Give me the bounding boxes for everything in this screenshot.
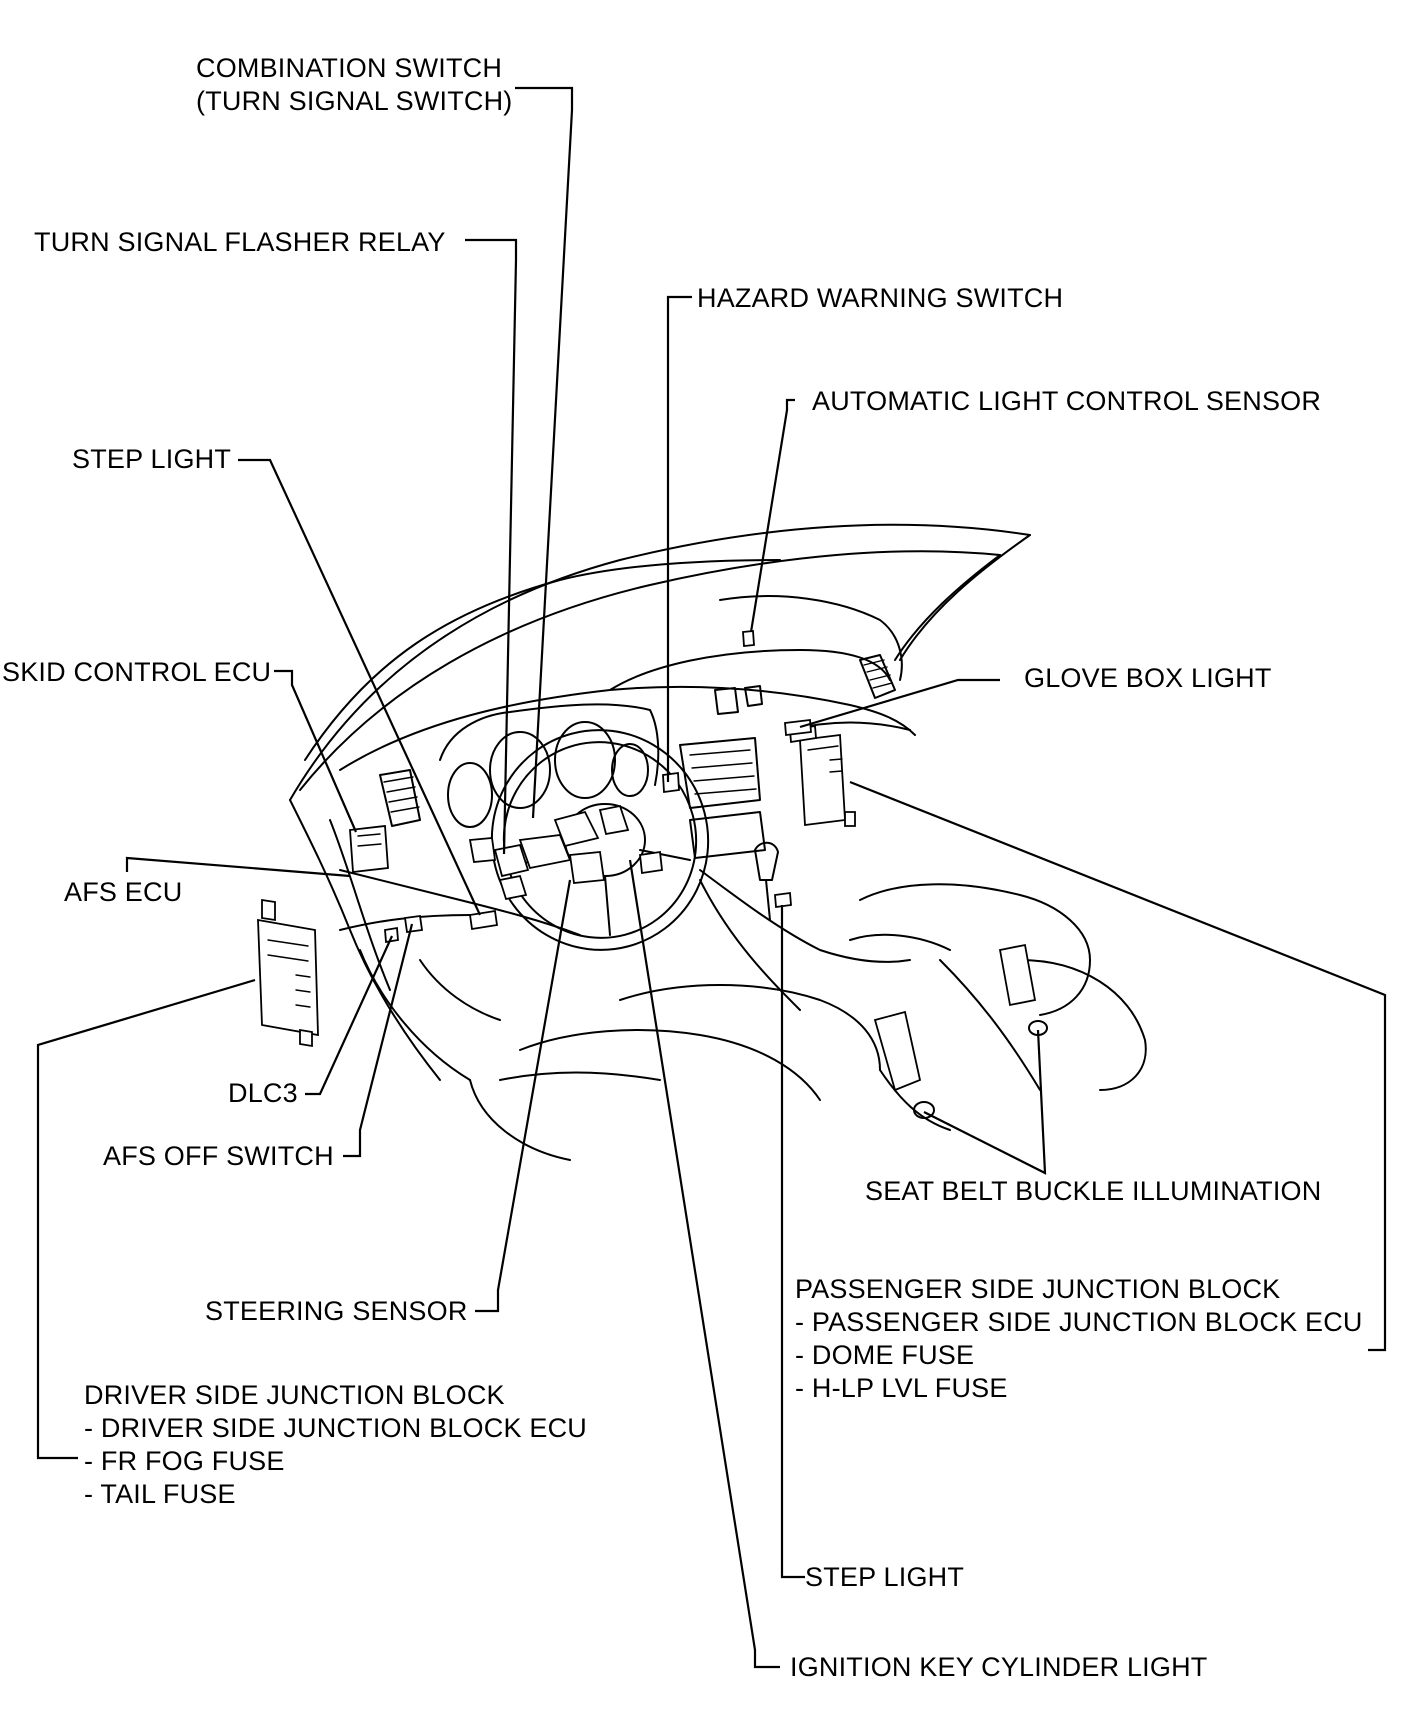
leader-dlc3 xyxy=(305,935,394,1096)
leader-ignition-key-cylinder-light xyxy=(628,859,780,1669)
leader-seat-belt-buckle xyxy=(923,1029,1047,1175)
leader-turn-signal-flasher-relay xyxy=(465,238,518,855)
leader-driver-side-junction-block xyxy=(36,978,256,1460)
leader-lines xyxy=(36,86,1387,1669)
leader-afs-off-switch xyxy=(343,923,414,1158)
label-glove-box-light: GLOVE BOX LIGHT xyxy=(1024,663,1272,693)
label-afs-ecu: AFS ECU xyxy=(64,877,183,907)
leader-afs-ecu xyxy=(125,856,351,878)
leader-steering-sensor xyxy=(475,879,572,1313)
leader-step-light-upper xyxy=(238,458,481,916)
label-step-light-lower: STEP LIGHT xyxy=(805,1562,965,1592)
label-ignition-key-cylinder-light: IGNITION KEY CYLINDER LIGHT xyxy=(790,1652,1208,1682)
leader-auto-light-sensor xyxy=(749,398,795,633)
label-dlc3: DLC3 xyxy=(228,1078,298,1108)
label-combination-switch: COMBINATION SWITCH (TURN SIGNAL SWITCH) xyxy=(196,53,513,116)
label-passenger-side-junction-block: PASSENGER SIDE JUNCTION BLOCK - PASSENGE… xyxy=(795,1274,1363,1403)
leader-step-light-lower xyxy=(780,905,805,1579)
label-seat-belt-buckle-illumination: SEAT BELT BUCKLE ILLUMINATION xyxy=(865,1176,1322,1206)
label-step-light-upper: STEP LIGHT xyxy=(72,444,232,474)
label-steering-sensor: STEERING SENSOR xyxy=(205,1296,468,1326)
vehicle-interior-drawing xyxy=(257,523,1147,1161)
label-automatic-light-control-sensor: AUTOMATIC LIGHT CONTROL SENSOR xyxy=(812,386,1322,416)
leader-skid-control-ecu xyxy=(274,669,358,833)
label-driver-side-junction-block: DRIVER SIDE JUNCTION BLOCK - DRIVER SIDE… xyxy=(84,1380,587,1509)
leader-combination-switch xyxy=(515,86,574,819)
leader-glove-box-light xyxy=(799,678,1000,729)
label-skid-control-ecu: SKID CONTROL ECU xyxy=(2,657,272,687)
label-hazard-warning-switch: HAZARD WARNING SWITCH xyxy=(697,283,1064,313)
leader-passenger-side-junction-block xyxy=(849,780,1387,1352)
label-afs-off-switch: AFS OFF SWITCH xyxy=(103,1141,334,1171)
leader-hazard-warning-switch xyxy=(666,295,692,782)
label-turn-signal-flasher-relay: TURN SIGNAL FLASHER RELAY xyxy=(34,227,446,257)
